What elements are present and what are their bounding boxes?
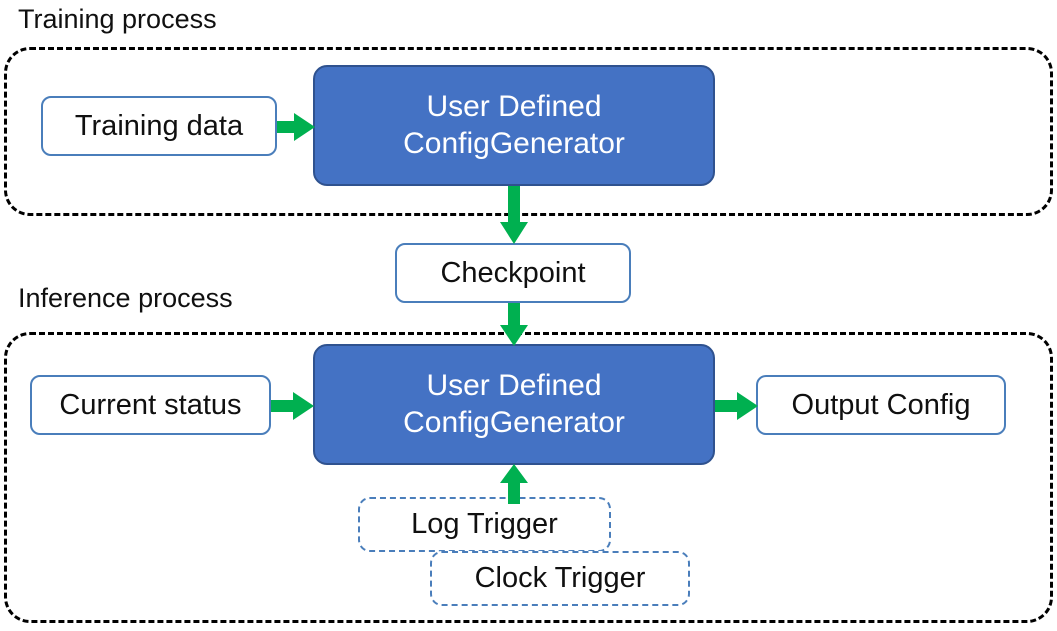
node-training-config-generator-line2: ConfigGenerator	[403, 126, 625, 160]
node-current-status[interactable]: Current status	[30, 375, 271, 435]
arrow-training-process-to-checkpoint-icon	[500, 186, 528, 244]
arrow-current-status-to-process-icon	[271, 392, 314, 420]
node-inference-config-generator-line1: User Defined	[426, 368, 602, 402]
arrow-process-to-output-config-icon	[715, 392, 758, 420]
node-training-config-generator-line1: User Defined	[426, 89, 602, 123]
node-inference-config-generator-line2: ConfigGenerator	[403, 405, 625, 439]
arrow-checkpoint-to-inference-process-icon	[500, 303, 528, 346]
node-training-config-generator[interactable]: User Defined ConfigGenerator	[313, 65, 715, 186]
node-training-data[interactable]: Training data	[41, 96, 277, 156]
inference-process-group	[4, 332, 1053, 623]
node-checkpoint[interactable]: Checkpoint	[395, 243, 631, 303]
node-output-config[interactable]: Output Config	[756, 375, 1006, 435]
node-clock-trigger[interactable]: Clock Trigger	[430, 551, 690, 606]
arrow-training-data-to-process-icon	[277, 113, 315, 141]
node-log-trigger[interactable]: Log Trigger	[358, 497, 611, 552]
inference-process-title: Inference process	[18, 283, 233, 313]
node-inference-config-generator[interactable]: User Defined ConfigGenerator	[313, 344, 715, 465]
training-process-title: Training process	[18, 4, 217, 34]
training-process-group	[4, 47, 1053, 216]
arrow-triggers-to-process-icon	[500, 464, 528, 504]
